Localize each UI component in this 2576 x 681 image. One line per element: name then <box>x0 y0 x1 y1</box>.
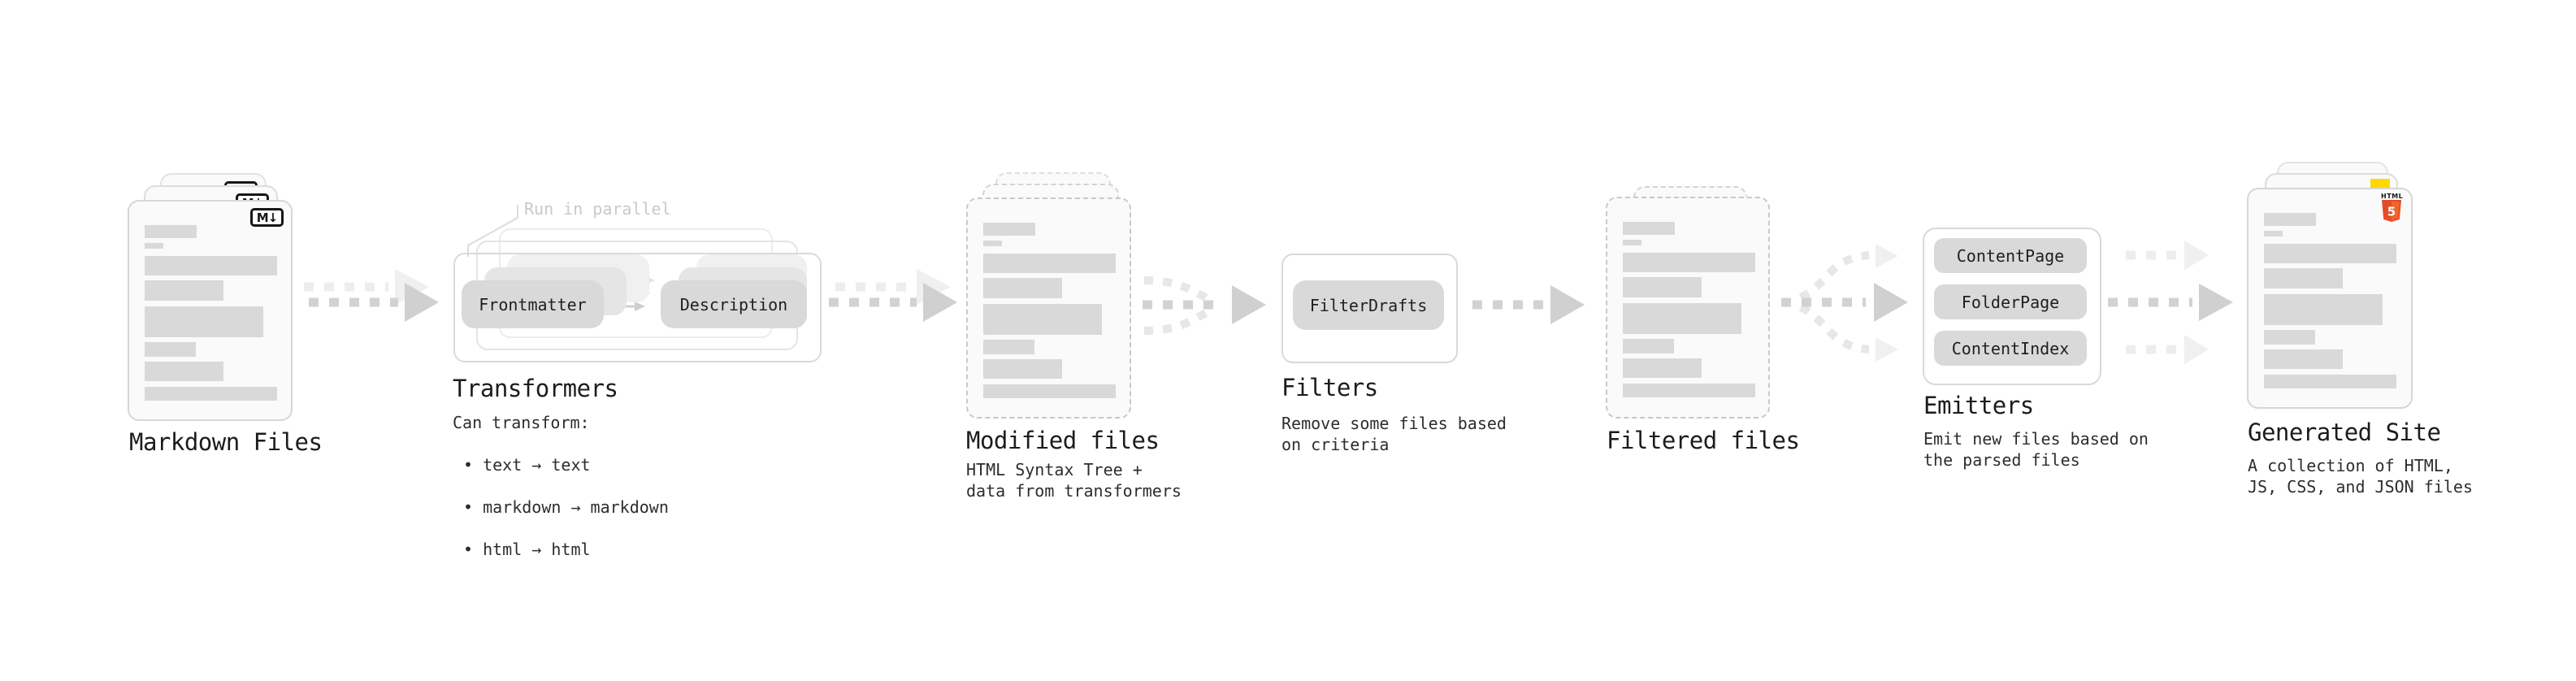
placeholder-bar <box>2264 330 2315 345</box>
placeholder-bar <box>2264 294 2383 325</box>
markdown-icon: M↓ <box>250 208 284 227</box>
markdown-files-stack: M↓ M↓ M↓ <box>128 173 293 421</box>
arrow-transformers-to-modified <box>829 269 957 322</box>
html5-icon: HTML 5 <box>2381 193 2404 225</box>
run-in-parallel-annotation: Run in parallel <box>524 199 671 219</box>
transformer-box-front <box>453 253 822 362</box>
document-placeholder-lines <box>129 202 291 419</box>
document-placeholder-lines <box>968 199 1130 417</box>
placeholder-bar <box>145 225 197 238</box>
placeholder-bar <box>2264 231 2283 236</box>
description-pill: Description <box>661 280 807 328</box>
arrow-markdown-to-transformers <box>304 269 439 322</box>
placeholder-bar <box>1623 384 1755 397</box>
arrow-modified-to-filters <box>1143 276 1266 335</box>
placeholder-bar <box>983 340 1034 354</box>
placeholder-bar <box>983 278 1062 298</box>
svg-text:5: 5 <box>2387 205 2396 219</box>
placeholder-bar <box>983 223 1035 236</box>
arrow-emitters-to-generated <box>2108 241 2233 364</box>
placeholder-bar <box>145 362 223 381</box>
generated-site-stack: CSS HTML 5 <box>2247 162 2413 409</box>
transformers-description-title: Can transform: <box>453 413 590 432</box>
document-placeholder-lines <box>1607 198 1768 417</box>
html5-icon-word: HTML <box>2381 193 2404 200</box>
placeholder-bar <box>145 342 196 357</box>
placeholder-bar <box>983 384 1116 398</box>
filterdrafts-pill: FilterDrafts <box>1293 280 1444 330</box>
modified-file-card <box>966 197 1131 419</box>
placeholder-bar <box>1623 240 1641 245</box>
placeholder-bar <box>145 306 263 337</box>
placeholder-bar <box>983 254 1116 273</box>
placeholder-bar <box>2264 349 2343 369</box>
placeholder-bar <box>1623 222 1675 235</box>
filters-description: Remove some files based on criteria <box>1281 414 1507 454</box>
placeholder-bar <box>2264 213 2316 226</box>
arrow-filtered-to-emitters <box>1781 244 1908 362</box>
contentindex-pill: ContentIndex <box>1934 331 2087 366</box>
filtered-file-card <box>1606 197 1770 419</box>
contentpage-pill: ContentPage <box>1934 238 2087 273</box>
placeholder-bar <box>1623 358 1702 378</box>
frontmatter-pill: Frontmatter <box>462 280 604 328</box>
placeholder-bar <box>2264 244 2396 263</box>
placeholder-bar <box>145 243 163 249</box>
markdown-file-card: M↓ <box>128 200 293 421</box>
document-placeholder-lines <box>2249 189 2411 407</box>
transformers-bullet-list: • text → text • markdown → markdown • ht… <box>463 433 669 581</box>
generated-site-description: A collection of HTML, JS, CSS, and JSON … <box>2248 456 2473 497</box>
bullet-item: • text → text <box>463 455 591 475</box>
placeholder-bar <box>2264 268 2343 288</box>
modified-files-label: Modified files <box>966 427 1160 454</box>
markdown-files-label: Markdown Files <box>129 428 323 456</box>
placeholder-bar <box>145 387 277 401</box>
modified-files-stack <box>966 172 1131 419</box>
emitters-description: Emit new files based on the parsed files <box>1923 429 2149 470</box>
filters-label: Filters <box>1281 374 1378 401</box>
bullet-item: • markdown → markdown <box>463 497 669 517</box>
placeholder-bar <box>2264 375 2396 388</box>
html5-shield: 5 <box>2382 200 2401 222</box>
filtered-files-stack <box>1606 186 1770 419</box>
filtered-files-label: Filtered files <box>1607 427 1800 454</box>
placeholder-bar <box>983 304 1102 335</box>
placeholder-bar <box>1623 303 1741 334</box>
placeholder-bar <box>1623 253 1755 272</box>
generated-site-label: Generated Site <box>2248 419 2441 446</box>
html-file-card: HTML 5 <box>2247 188 2413 409</box>
placeholder-bar <box>145 280 223 301</box>
placeholder-bar <box>983 359 1062 379</box>
placeholder-bar <box>1623 339 1674 354</box>
modified-files-description: HTML Syntax Tree + data from transformer… <box>966 460 1182 501</box>
emitters-label: Emitters <box>1923 392 2034 419</box>
folderpage-pill: FolderPage <box>1934 284 2087 319</box>
arrow-filters-to-filtered <box>1472 285 1585 324</box>
bullet-item: • html → html <box>463 540 591 559</box>
js-icon <box>2370 179 2390 188</box>
transformers-label: Transformers <box>453 375 618 402</box>
placeholder-bar <box>983 241 1002 246</box>
placeholder-bar <box>145 256 277 275</box>
placeholder-bar <box>1623 277 1702 297</box>
